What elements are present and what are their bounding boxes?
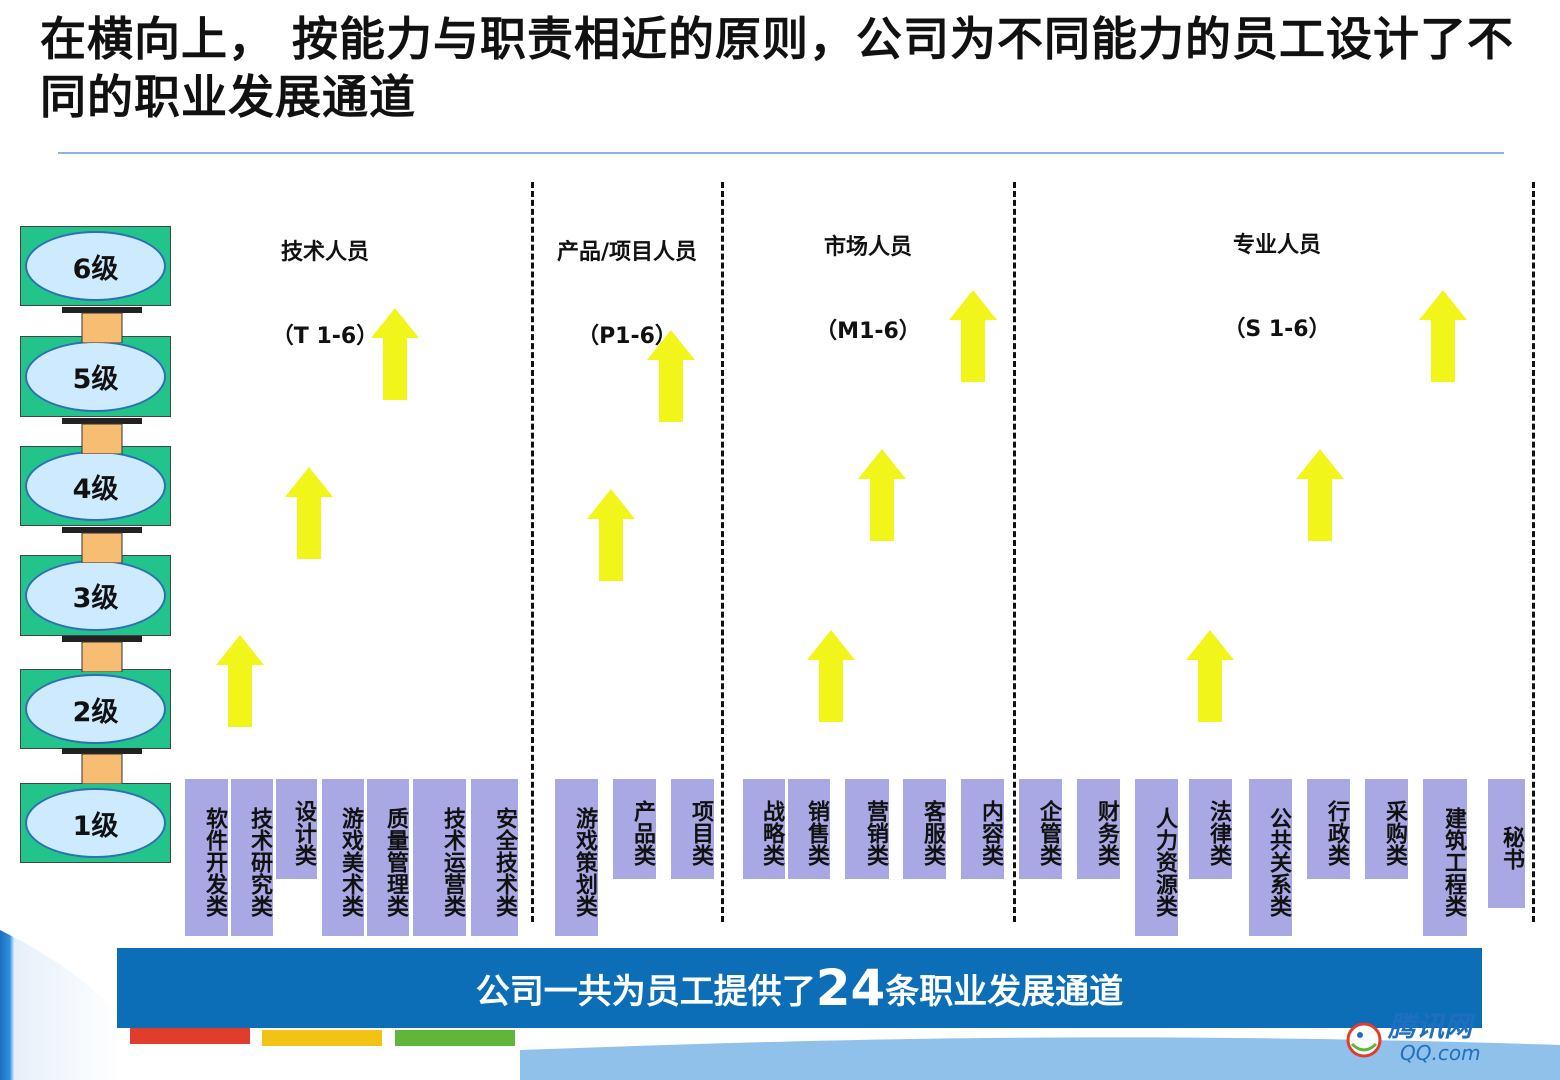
level-2-box: 2级 [20, 669, 171, 749]
level-up-arrow-icon [62, 418, 142, 454]
track-item: 法律类 [1188, 778, 1233, 880]
category-tech-name: 技术人员 [280, 240, 369, 265]
level-3-label: 3级 [25, 560, 166, 631]
level-3-box: 3级 [20, 555, 171, 636]
level-1-label: 1级 [25, 788, 166, 858]
level-4-box: 4级 [20, 446, 171, 526]
track-item: 营销类 [844, 778, 890, 880]
progression-arrow-icon [587, 489, 635, 581]
level-up-arrow-icon [62, 748, 142, 784]
progression-arrow-icon [371, 308, 419, 400]
level-up-arrow-icon [62, 636, 142, 672]
category-professional-code: （S 1-6） [1223, 317, 1331, 342]
progression-arrow-icon [1419, 290, 1467, 382]
logo-text: 腾讯网 [1387, 1010, 1476, 1043]
category-market-code: （M1-6） [815, 319, 921, 344]
track-item: 内容类 [960, 778, 1005, 880]
track-item: 建筑工程类 [1422, 778, 1468, 937]
level-5-label: 5级 [25, 341, 166, 412]
tencent-logo-icon: 腾讯网 QQ.com [1346, 1010, 1481, 1064]
level-1-box: 1级 [20, 783, 171, 863]
track-item: 人力资源类 [1134, 778, 1179, 937]
category-professional: 专业人员 （S 1-6） [1177, 176, 1377, 372]
track-item: 项目类 [670, 778, 715, 880]
progression-arrow-icon [216, 635, 264, 727]
category-divider [721, 182, 724, 922]
track-item: 客服类 [902, 778, 947, 880]
banner-suffix: 条职业发展通道 [885, 971, 1124, 1012]
track-item: 游戏美术类 [321, 778, 365, 937]
track-item: 行政类 [1306, 778, 1351, 880]
progression-arrow-icon [807, 630, 855, 722]
banner-number: 24 [815, 959, 886, 1017]
category-divider [1532, 182, 1535, 922]
level-4-label: 4级 [25, 451, 166, 521]
track-item: 财务类 [1076, 778, 1121, 880]
level-6-label: 6级 [25, 231, 166, 301]
level-up-arrow-icon [62, 527, 142, 563]
category-divider [1013, 182, 1016, 922]
track-item: 销售类 [787, 778, 831, 880]
category-tech: 技术人员 （T 1-6） [225, 183, 425, 379]
category-market-name: 市场人员 [823, 235, 912, 260]
page-title: 在横向上， 按能力与职责相近的原则，公司为不同能力的员工设计了不同的职业发展通道 [40, 12, 1515, 124]
category-market: 市场人员 （M1-6） [768, 178, 968, 374]
track-item: 游戏策划类 [554, 778, 599, 937]
track-item: 技术运营类 [412, 778, 467, 937]
track-item: 技术研究类 [230, 778, 274, 937]
level-2-label: 2级 [25, 674, 166, 744]
track-item: 采购类 [1364, 778, 1409, 880]
category-tech-code: （T 1-6） [271, 324, 379, 349]
level-6-box: 6级 [20, 226, 171, 306]
track-item: 公共关系类 [1248, 778, 1293, 937]
level-5-box: 5级 [20, 336, 171, 417]
progression-arrow-icon [1296, 449, 1344, 541]
title-divider [58, 152, 1504, 154]
progression-arrow-icon [647, 330, 695, 422]
track-item: 设计类 [275, 778, 318, 880]
progression-arrow-icon [1186, 630, 1234, 722]
logo-domain: QQ.com [1400, 1041, 1481, 1064]
track-item: 产品类 [612, 778, 657, 880]
banner-prefix: 公司一共为员工提供了 [475, 971, 816, 1012]
track-item: 秘书 [1487, 778, 1526, 909]
decorative-wave [0, 930, 1560, 1080]
progression-arrow-icon [949, 290, 997, 382]
track-item: 质量管理类 [366, 778, 410, 937]
category-professional-name: 专业人员 [1232, 233, 1321, 258]
track-item: 软件开发类 [184, 778, 229, 937]
category-divider [531, 182, 534, 922]
track-item: 战略类 [742, 778, 786, 880]
level-up-arrow-icon [62, 307, 142, 343]
track-item: 企管类 [1018, 778, 1063, 880]
progression-arrow-icon [285, 467, 333, 559]
track-item: 安全技术类 [470, 778, 519, 937]
progression-arrow-icon [858, 449, 906, 541]
category-product-name: 产品/项目人员 [556, 240, 698, 265]
